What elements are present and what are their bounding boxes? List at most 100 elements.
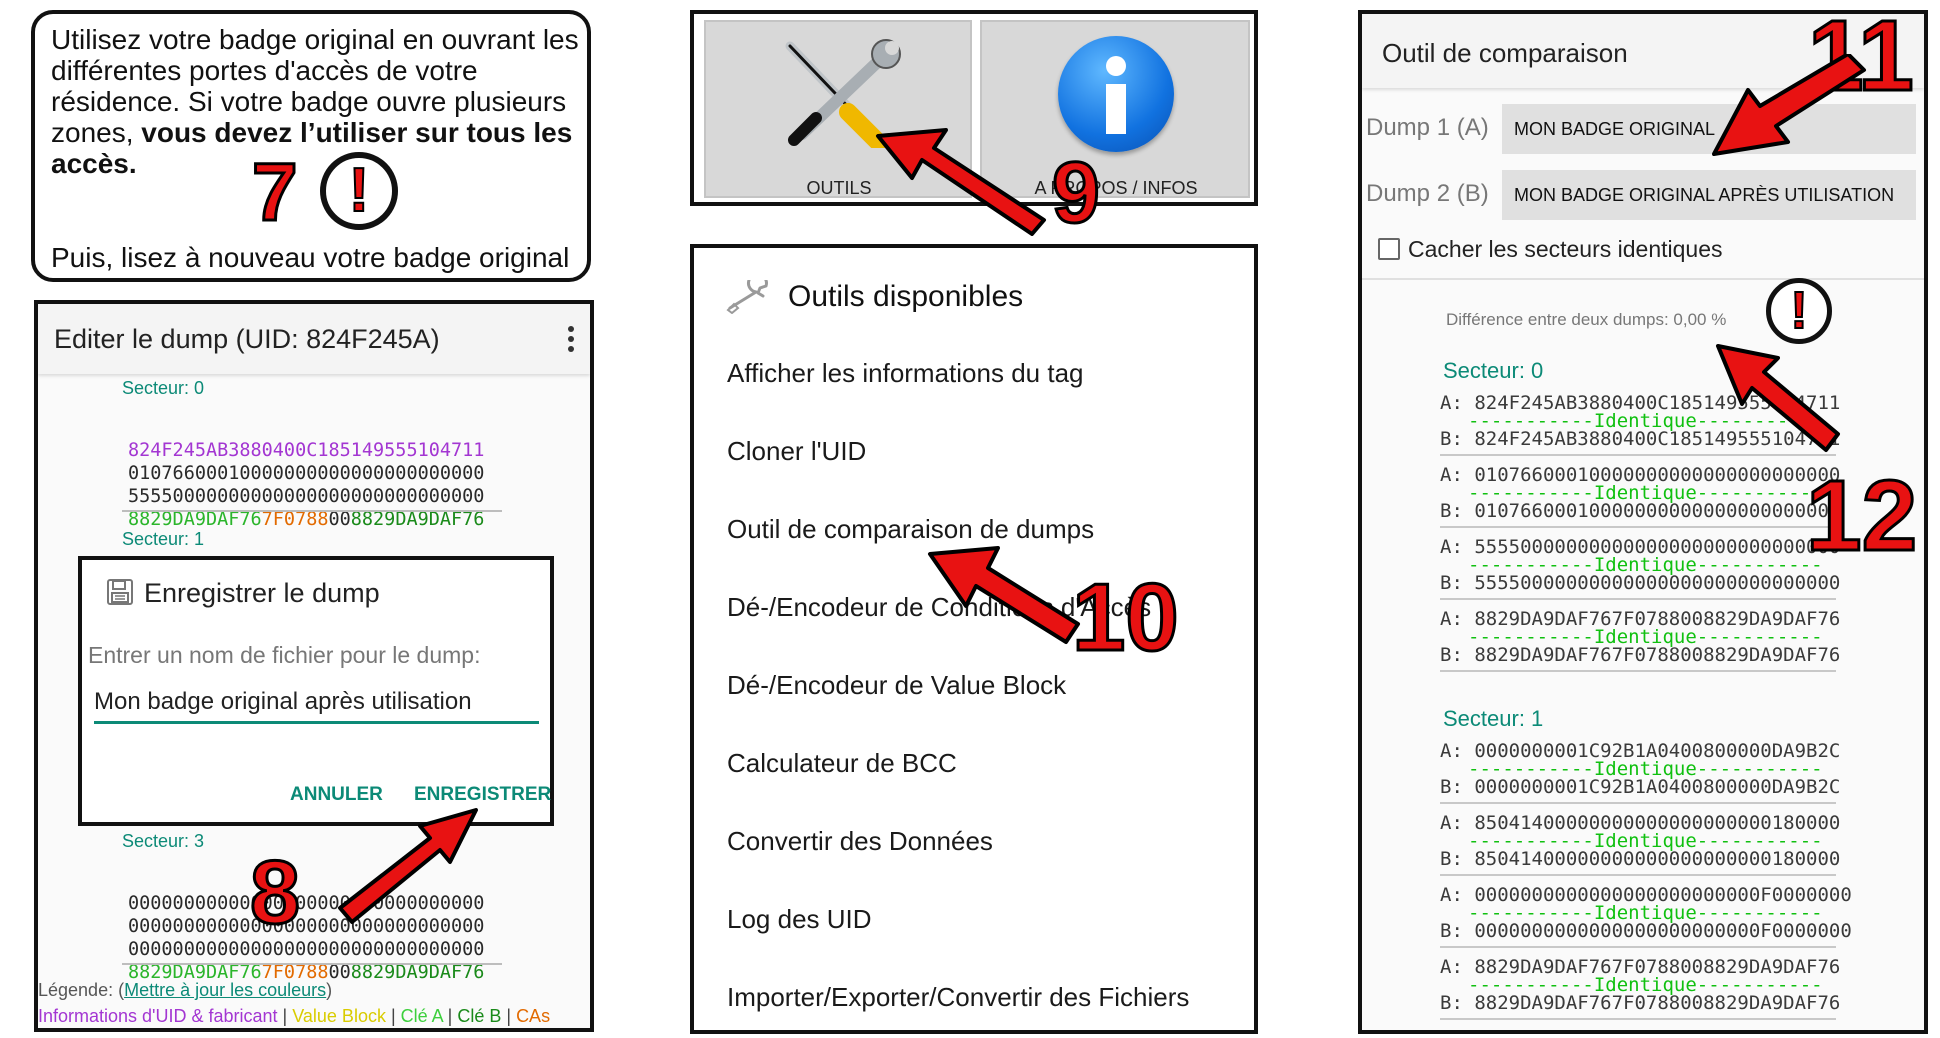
s0-a-3: A: 55550000000000000000000000000000 — [1440, 536, 1841, 558]
legend: Légende: (Mettre à jour les couleurs) — [38, 980, 332, 1001]
editor-toolbar: Editer le dump (UID: 824F245A) — [38, 304, 590, 374]
sector3-user: 00 — [328, 962, 351, 983]
menu-data-converter[interactable]: Convertir des Données — [727, 826, 993, 856]
arrow-10 — [928, 546, 1080, 644]
s0-sep-2 — [1440, 526, 1836, 528]
menu-bcc-calculator[interactable]: Calculateur de BCC — [727, 748, 957, 778]
sector3-divider — [122, 963, 502, 965]
step-8: 8 — [248, 843, 301, 943]
s0-b-1: B: 824F245AB3880400C185149555104711 — [1440, 428, 1841, 450]
compare-panel: Outil de comparaison Dump 1 (A) MON BADG… — [1358, 10, 1928, 1034]
dump1-value: MON BADGE ORIGINAL — [1514, 119, 1716, 139]
compare-divider — [1362, 278, 1924, 280]
s1-b-2: B: 85041400000000000000000000180000 — [1440, 848, 1841, 870]
save-dialog-label: Entrer un nom de fichier pour le dump: — [88, 642, 481, 668]
s0-a-4: A: 8829DA9DAF767F0788008829DA9DAF76 — [1440, 608, 1841, 630]
s0-identical-4: -----------Identique----------- — [1468, 626, 1823, 648]
warning-glyph: ! — [348, 156, 371, 225]
sector0-key-b: 8829DA9DAF76 — [350, 509, 485, 530]
menu-import-export[interactable]: Importer/Exporter/Convertir des Fichiers — [727, 982, 1190, 1012]
filename-input[interactable]: Mon badge original après utilisation — [94, 688, 539, 724]
editor-sector-0: Secteur: 0 — [122, 378, 205, 398]
warning-glyph-2: ! — [1789, 282, 1808, 340]
arrow-11 — [1712, 54, 1866, 156]
editor-sector-1: Secteur: 1 — [122, 529, 205, 549]
menu-tag-info[interactable]: Afficher les informations du tag — [727, 358, 1084, 388]
sector3-key-a: 8829DA9DAF76 — [128, 962, 262, 983]
step-7: 7 — [251, 147, 300, 238]
s0-a-1: A: 824F245AB3880400C185149555104711 — [1440, 392, 1841, 414]
sector0-row-3: 55550000000000000000000000000000 — [128, 486, 485, 507]
menu-access-conditions[interactable]: Dé-/Encodeur de Conditions d'Accès — [727, 592, 1152, 622]
s1-identical-4: -----------Identique----------- — [1468, 974, 1823, 996]
sector3-access: 7F0788 — [261, 962, 329, 983]
s1-b-4: B: 8829DA9DAF767F0788008829DA9DAF76 — [1440, 992, 1841, 1014]
legend-sep: | — [277, 1006, 293, 1026]
menu-value-block[interactable]: Dé-/Encodeur de Value Block — [727, 670, 1067, 700]
s0-identical-3: -----------Identique----------- — [1468, 554, 1823, 576]
warning-icon: ! — [320, 152, 398, 230]
save-dialog: Enregistrer le dump Entrer un nom de fic… — [78, 556, 554, 826]
sector3-key-b: 8829DA9DAF76 — [350, 962, 485, 983]
floppy-icon — [106, 578, 134, 606]
s1-a-4: A: 8829DA9DAF767F0788008829DA9DAF76 — [1440, 956, 1841, 978]
hide-same-checkbox[interactable] — [1378, 238, 1400, 260]
warning-icon-2: ! — [1766, 278, 1832, 344]
wrench-icon — [726, 272, 776, 319]
dump2-select[interactable]: MON BADGE ORIGINAL APRÈS UTILISATION — [1502, 170, 1916, 220]
cancel-button[interactable]: ANNULER — [290, 784, 383, 805]
s0-sep-4 — [1440, 670, 1836, 672]
arrow-12 — [1716, 344, 1840, 452]
s1-sep-1 — [1440, 802, 1836, 804]
compare-sector-1: Secteur: 1 — [1443, 706, 1544, 731]
menu-uid-log[interactable]: Log des UID — [727, 904, 872, 934]
s0-a-2: A: 01076600010000000000000000000000 — [1440, 464, 1841, 486]
sector0-row-2: 01076600010000000000000000000000 — [128, 463, 485, 484]
about-button[interactable]: A PROPOS / INFOS — [980, 20, 1250, 198]
hide-same-label: Cacher les secteurs identiques — [1408, 236, 1723, 262]
sector3-row-1: 00000000000000000000000000000000 — [128, 893, 485, 914]
legend-sep: | — [385, 1006, 401, 1026]
s0-b-2: B: 01076600010000000000000000000000 — [1440, 500, 1841, 522]
legend-uid: Informations d'UID & fabricant — [38, 1006, 278, 1026]
s1-identical-1: -----------Identique----------- — [1468, 758, 1823, 780]
menu-diff-tool[interactable]: Outil de comparaison de dumps — [727, 514, 1095, 544]
save-button[interactable]: ENREGISTRER — [414, 784, 552, 805]
step-12: 12 — [1804, 460, 1918, 572]
dump1-select[interactable]: MON BADGE ORIGINAL — [1502, 104, 1916, 154]
legend-prefix: Légende: ( — [38, 980, 125, 1000]
menu-clone-uid[interactable]: Cloner l'UID — [727, 436, 867, 466]
info-icon — [1058, 36, 1174, 152]
dump2-value: MON BADGE ORIGINAL APRÈS UTILISATION — [1514, 185, 1895, 205]
legend-items: Informations d'UID & fabricant | Value B… — [38, 1006, 550, 1027]
s1-a-3: A: 0000000000000000000000000F0000000 — [1440, 884, 1852, 906]
s1-sep-2 — [1440, 874, 1836, 876]
instruction-box: Utilisez votre badge original en ouvrant… — [31, 10, 591, 282]
dump1-label: Dump 1 (A) — [1366, 114, 1489, 141]
step-9: 9 — [1051, 145, 1102, 241]
overflow-menu-icon[interactable] — [568, 326, 574, 352]
tools-icon — [785, 39, 901, 148]
about-label: A PROPOS / INFOS — [1034, 178, 1198, 198]
tools-button[interactable]: OUTILS — [704, 20, 972, 198]
s0-identical-1: -----------Identique----------- — [1468, 410, 1823, 432]
sector0-key-a: 8829DA9DAF76 — [128, 509, 262, 530]
instruction-bottom: Puis, lisez à nouveau votre badge origin… — [51, 242, 570, 273]
s0-sep-3 — [1440, 598, 1836, 600]
s1-identical-2: -----------Identique----------- — [1468, 830, 1823, 852]
tools-label: OUTILS — [806, 178, 872, 198]
legend-sep: | — [442, 1006, 458, 1026]
compare-sector-0: Secteur: 0 — [1443, 358, 1544, 383]
instruction-text: Utilisez votre badge original en ouvrant… — [51, 24, 591, 179]
tools-menu-panel: Outils disponibles — [690, 244, 1258, 1034]
legend-cas: CAs — [516, 1006, 551, 1026]
s0-sep-1 — [1440, 454, 1836, 456]
diff-percent: Différence entre deux dumps: 0,00 % — [1446, 310, 1727, 329]
sector3-row-3: 00000000000000000000000000000000 — [128, 939, 485, 960]
s1-sep-4 — [1440, 1018, 1836, 1020]
instruction-text-start: Utilisez votre badge original en ouvrant… — [51, 24, 579, 148]
s1-a-2: A: 85041400000000000000000000180000 — [1440, 812, 1841, 834]
update-colors-link[interactable]: Mettre à jour les couleurs — [124, 980, 327, 1000]
sector0-access: 7F0788 — [261, 509, 329, 530]
